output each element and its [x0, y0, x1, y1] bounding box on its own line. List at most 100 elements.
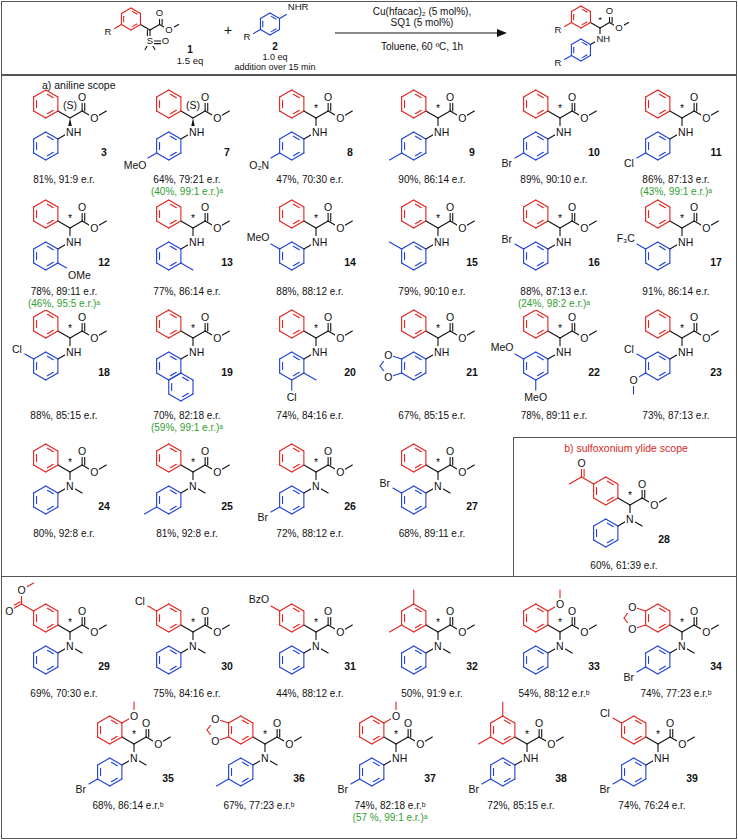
bond-line	[415, 490, 421, 493]
bond-line	[304, 465, 316, 472]
bond-line	[215, 719, 228, 723]
stereo-mark: (S)	[185, 99, 201, 111]
bond-line	[426, 486, 438, 493]
bond-line	[658, 200, 670, 207]
bond-line	[635, 762, 641, 765]
bond-line	[681, 338, 682, 352]
bond-line	[183, 377, 189, 380]
bond-line	[646, 90, 658, 97]
stereo-mark: *	[435, 322, 441, 334]
bond-line	[33, 493, 34, 507]
bond-line	[388, 355, 401, 359]
atom-label: MeO	[246, 231, 271, 243]
bond-line	[359, 765, 360, 779]
bond-line	[659, 136, 665, 139]
yield-text: 88%, 85:15 e.r.	[29, 410, 98, 422]
bond-line	[404, 143, 405, 150]
atom-label: O	[200, 91, 210, 103]
bond-line	[47, 608, 53, 611]
bond-line	[217, 465, 229, 472]
bond-line	[426, 331, 438, 338]
bond-line	[648, 615, 649, 622]
bond-line	[100, 769, 101, 776]
atom-label: O	[323, 605, 333, 617]
bond-line	[415, 94, 421, 97]
bond-line	[156, 317, 157, 331]
bond-line	[590, 23, 600, 29]
bond-line	[280, 153, 292, 160]
bond-line	[659, 152, 665, 155]
bond-line	[414, 646, 426, 653]
bond-line	[292, 221, 304, 228]
bond-line	[181, 352, 193, 359]
bond-line	[414, 373, 426, 380]
bond-line	[228, 765, 229, 779]
bond-line	[658, 90, 670, 97]
bond-line	[47, 356, 53, 359]
bond-line	[402, 646, 414, 653]
bond-line	[304, 373, 316, 380]
atom-label: O	[335, 332, 345, 344]
bond-line	[292, 242, 304, 249]
bond-line	[426, 352, 438, 359]
bond-line	[539, 737, 551, 744]
bond-line	[69, 632, 70, 646]
atom-label: O	[689, 91, 699, 103]
bond-line	[548, 221, 560, 228]
bond-line	[304, 646, 316, 653]
bond-line	[622, 758, 634, 765]
reaction-arrow	[335, 32, 499, 33]
atom-label: O	[628, 374, 638, 386]
scope-panel: a) aniline scopeb) sulfoxonium ylide sco…	[1, 75, 737, 839]
atom-label: O	[129, 710, 139, 722]
bond-line	[170, 204, 176, 207]
bond-line	[271, 16, 276, 19]
bond-line	[404, 211, 405, 218]
atom-label: Cl	[286, 391, 298, 403]
bond-line	[646, 263, 658, 270]
yield-text: 81%, 92:8 e.r.	[155, 528, 219, 540]
bond-line	[110, 779, 122, 786]
atom-label: O	[212, 332, 222, 344]
yield-text: 81%, 91:9 e.r.	[32, 174, 96, 186]
bond-line	[170, 666, 176, 669]
bond-line	[279, 611, 280, 625]
bond-line	[293, 448, 299, 451]
bond-line	[613, 718, 622, 723]
bond-line	[646, 646, 658, 653]
bond-line	[292, 646, 304, 653]
bond-line	[192, 380, 193, 394]
yield-text: 78%, 89:11 e.r.	[520, 410, 589, 422]
bond-line	[670, 221, 682, 228]
bond-line	[94, 111, 106, 118]
stereo-mark: *	[190, 212, 196, 224]
bond-line	[46, 352, 58, 359]
bond-line	[658, 646, 670, 653]
bond-line	[159, 253, 160, 260]
bond-line	[34, 667, 46, 674]
bond-line	[547, 139, 548, 153]
bond-line	[170, 330, 176, 333]
bond-line	[58, 221, 70, 228]
atom-label: O	[212, 222, 222, 234]
bond-line	[292, 331, 304, 338]
bond-line	[452, 97, 453, 111]
bond-line	[622, 737, 634, 744]
bond-line	[490, 723, 491, 737]
atom-label: Br	[598, 783, 611, 795]
bond-line	[402, 507, 414, 514]
bond-line	[659, 204, 665, 207]
bond-line	[696, 97, 697, 111]
bond-line	[304, 331, 316, 338]
bond-line	[402, 263, 414, 270]
bond-line	[526, 321, 527, 328]
bond-line	[47, 314, 53, 317]
bond-line	[58, 111, 70, 118]
bond-line	[452, 317, 453, 331]
bond-line	[541, 723, 542, 737]
bond-line	[303, 97, 304, 111]
bond-line	[205, 331, 217, 338]
bond-line	[280, 15, 287, 19]
bond-line	[169, 394, 181, 401]
atom-label: N	[311, 640, 321, 652]
